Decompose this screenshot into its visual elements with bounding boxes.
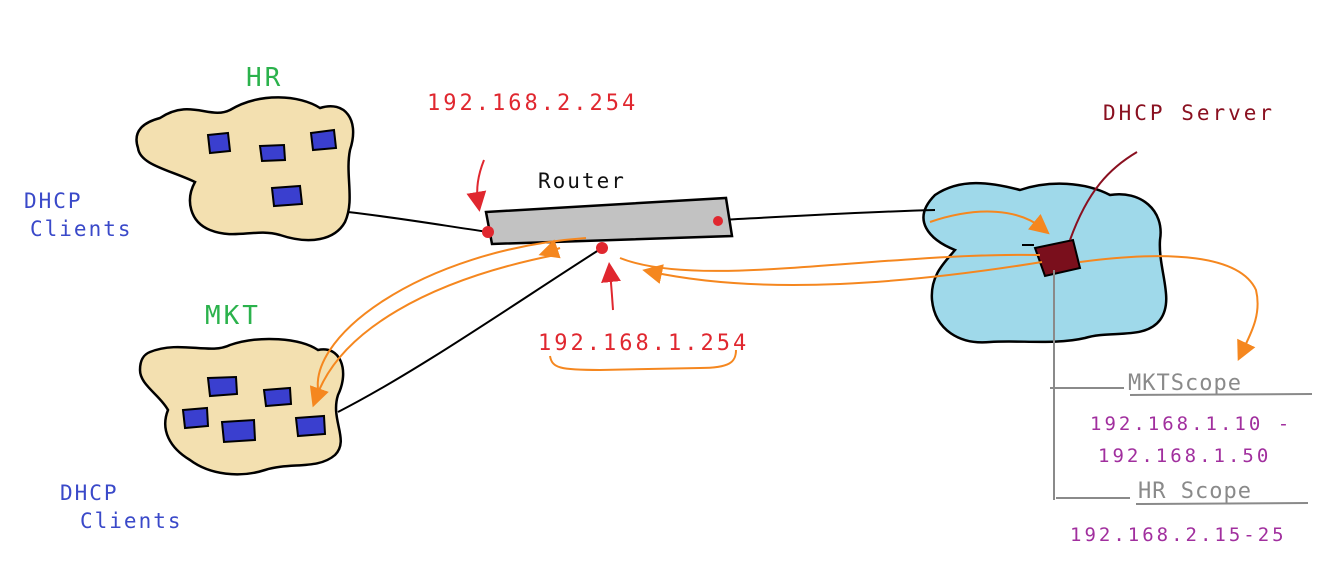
hr-clients-label-line2: Clients xyxy=(30,217,133,241)
client-device-icon xyxy=(309,128,338,152)
offer-to-client-arrow xyxy=(309,254,556,408)
hr-interface-pointer xyxy=(466,159,487,212)
router-interface-hr xyxy=(482,226,494,238)
server-to-router-small-arrow xyxy=(538,239,561,259)
mkt-network-label: MKT xyxy=(205,301,261,331)
client-device-icon xyxy=(294,414,327,438)
hr-scope-range: 192.168.2.15-25 xyxy=(1070,524,1287,546)
mkt-client-devices xyxy=(181,375,327,444)
mkt-interface-pointer xyxy=(601,262,621,311)
hr-client-devices xyxy=(206,128,338,208)
mkt-scope-range-start: 192.168.1.10 - xyxy=(1090,413,1292,435)
dhcp-flow-arrows xyxy=(309,210,1259,408)
mkt-scope-range-end: 192.168.1.50 xyxy=(1098,445,1271,467)
mkt-clients-label-line2: Clients xyxy=(80,509,183,533)
router-interface-mkt xyxy=(596,242,608,254)
dhcp-server-label: DHCP Server xyxy=(1103,101,1275,125)
hr-clients-label-line1: DHCP xyxy=(24,189,83,213)
hr-network-cloud xyxy=(135,96,355,242)
server-to-mkt-scope-arrow xyxy=(1079,255,1259,362)
hr-network-label: HR xyxy=(246,63,283,93)
client-device-icon xyxy=(206,131,232,155)
client-device-icon xyxy=(181,406,210,430)
mkt-ip-underline-bracket xyxy=(549,349,737,372)
client-device-icon xyxy=(206,375,239,398)
hr-scope-name: HR Scope xyxy=(1138,479,1252,504)
mkt-router-link xyxy=(337,247,603,413)
router-hr-interface-ip: 192.168.2.254 xyxy=(427,91,638,116)
client-device-icon xyxy=(270,184,304,208)
router-label: Router xyxy=(538,169,626,193)
mkt-scope-name: MKTScope xyxy=(1128,371,1242,396)
relay-to-server-arrow xyxy=(929,210,1050,235)
dhcp-server-device xyxy=(1033,238,1082,278)
mkt-clients-label-line1: DHCP xyxy=(60,481,119,505)
router-server-link xyxy=(717,209,936,221)
hr-router-link xyxy=(347,211,489,233)
router-to-server-arrow xyxy=(619,253,1041,272)
client-device-icon xyxy=(262,386,293,408)
router-interface-server xyxy=(713,216,723,226)
scope-tree xyxy=(1022,244,1313,505)
client-device-icon xyxy=(220,418,257,444)
server-label-pointer xyxy=(1069,151,1138,241)
server-to-router-arrow xyxy=(642,261,1043,287)
router-mkt-interface-ip: 192.168.1.254 xyxy=(538,331,749,356)
mkt-network-cloud xyxy=(138,337,345,476)
discover-to-router-arrow xyxy=(317,237,587,399)
router-device xyxy=(484,196,734,246)
client-device-icon xyxy=(258,143,287,163)
